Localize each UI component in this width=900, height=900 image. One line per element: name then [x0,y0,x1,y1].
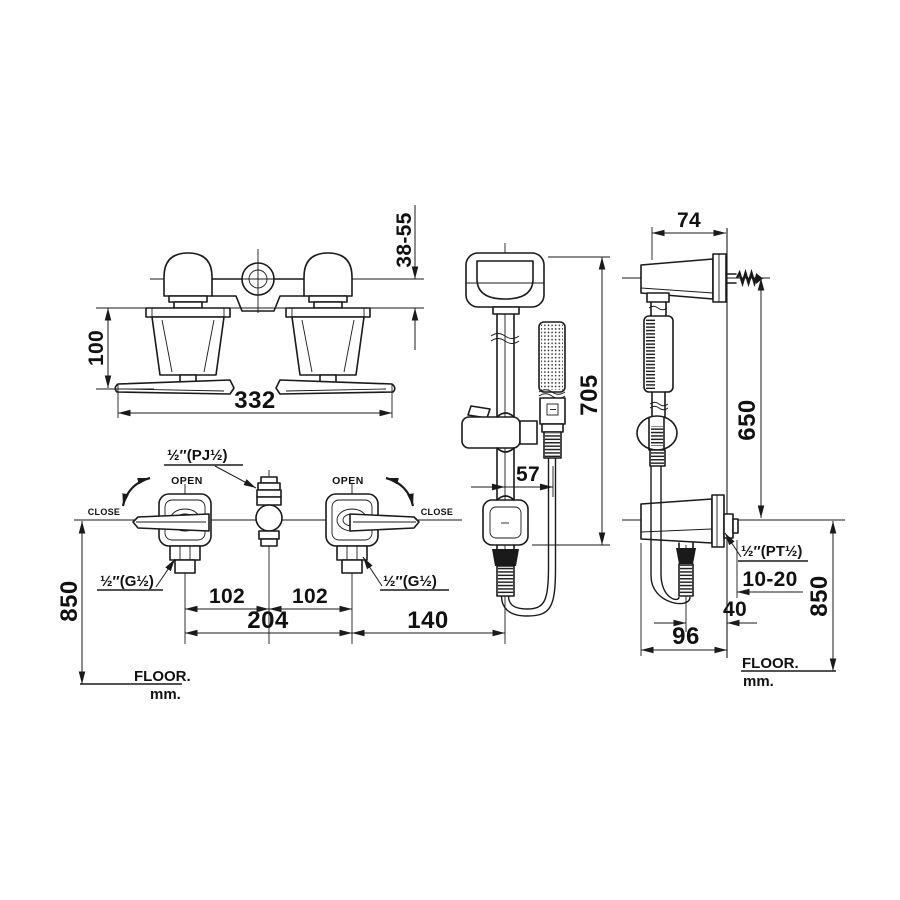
dim-text-bracket-spacing: 650 [734,399,761,441]
callout-inlet-right: ½″(G½) [362,556,449,591]
open-label-right: OPEN [332,475,364,487]
shower-hose [507,458,550,610]
dim-spacing-right: 102 [269,585,352,613]
close-label-right: CLOSE [421,507,454,517]
dim-text-bracket-depth: 74 [677,209,701,232]
callout-center-connection: ½″(PJ½) [164,447,257,489]
dim-text-spacing-total: 204 [247,607,289,634]
dim-spacing-total: 204 [185,607,352,637]
faucet-front-view: 38-55 100 332 [85,205,424,418]
close-label-left: CLOSE [88,507,121,517]
dim-text-wall-clearance: 10-20 [742,568,797,591]
hose-nut-side [676,548,696,564]
dim-bracket-spacing: 650 [734,278,765,518]
dim-mount-height-right: 850 [806,521,837,671]
dim-text-body-height: 100 [85,330,108,366]
center-shower-connection [255,476,283,547]
shower-rail-front-view: 57 705 [461,243,610,644]
dim-rail-length: 705 [532,256,610,546]
dim-overall-width: 332 [117,384,393,418]
dim-bracket-depth: 74 [651,209,726,260]
unit-label-left: mm. [150,686,181,703]
dim-text-overall-width: 332 [234,387,276,414]
callout-text-g-right: ½″(G½) [383,573,437,590]
dim-body-height: 100 [85,308,154,390]
shower-hose-side [650,466,691,605]
right-inlet-shank [336,545,368,574]
left-base-flange [145,307,231,318]
rotation-arrow-left [121,476,151,507]
dim-text-outlet-offset: 40 [723,598,747,621]
dim-text-rail-offset: 140 [407,607,449,634]
dim-spacing-left: 102 [185,585,269,613]
dim-overall-depth: 96 [640,543,727,656]
dim-text-hose-offset: 57 [516,463,540,486]
dim-text-rail-length: 705 [576,374,603,416]
faucet-plan-view: OPEN OPEN CLOSE CLOSE ½″(PJ½) ½″(G½) ½″(… [56,447,505,703]
floor-label-right: FLOOR. [742,655,799,672]
right-valve-dome [303,252,353,297]
dim-hose-offset: 57 [471,463,554,497]
slider-bracket [461,416,521,449]
left-handle-blade [114,379,235,395]
callout-text-g-left: ½″(G½) [100,573,154,590]
left-valve-dome [163,252,213,297]
dim-text-mount-height-right: 850 [806,575,833,617]
wall-screw-icon [725,268,763,288]
dim-outlet-offset: 40 [654,598,757,627]
dim-text-overall-depth: 96 [672,623,700,650]
left-inlet-shank [169,545,201,574]
dim-spout-height: 38-55 [393,205,419,350]
dim-rail-offset: 140 [352,607,505,637]
bottom-rail-holder [482,499,529,546]
floor-label-left: FLOOR. [134,668,191,685]
dim-mount-height-left: 850 [56,521,86,684]
right-base-flange [285,307,371,318]
dim-wall-clearance: 10-20 [736,540,803,598]
dim-text-mount-height-left: 850 [56,580,83,622]
callout-text-pt: ½″(PT½) [741,543,802,560]
open-label-left: OPEN [171,475,203,487]
dim-text-spacing-left: 102 [209,585,245,608]
dim-text-spacing-right: 102 [292,585,328,608]
floor-reference-left: FLOOR. mm. [80,668,191,703]
callout-text-pj: ½″(PJ½) [167,447,228,464]
unit-label-right: mm. [743,673,774,690]
left-lever-handle [132,513,210,532]
right-handle-blade [275,379,396,395]
callout-inlet-left: ½″(G½) [97,558,176,591]
rotation-arrow-right [385,476,415,507]
right-lever-handle [349,513,420,532]
shower-rail-side-view: 74 650 ½″(PT½) [622,209,845,690]
callout-wall-connection: ½″(PT½) [724,532,808,562]
dim-text-spout-height: 38-55 [393,212,416,267]
hose-nut-front [492,549,519,566]
hand-shower-front [538,321,566,459]
floor-reference-right: FLOOR. mm. [741,655,836,690]
